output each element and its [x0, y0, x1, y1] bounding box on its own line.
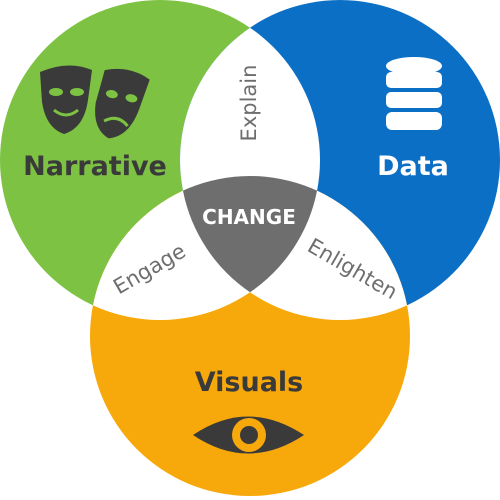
- overlap-data-visuals: [180, 176, 410, 320]
- overlap-narrative-visuals: [90, 176, 320, 320]
- theater-masks-icon: [40, 65, 150, 139]
- change-label: CHANGE: [202, 205, 296, 229]
- visuals-label: Visuals: [195, 367, 304, 398]
- explain-label: Explain: [237, 65, 261, 142]
- data-label: Data: [377, 151, 449, 182]
- eye-icon: [193, 416, 304, 454]
- narrative-label: Narrative: [23, 151, 167, 182]
- database-icon: [386, 57, 442, 130]
